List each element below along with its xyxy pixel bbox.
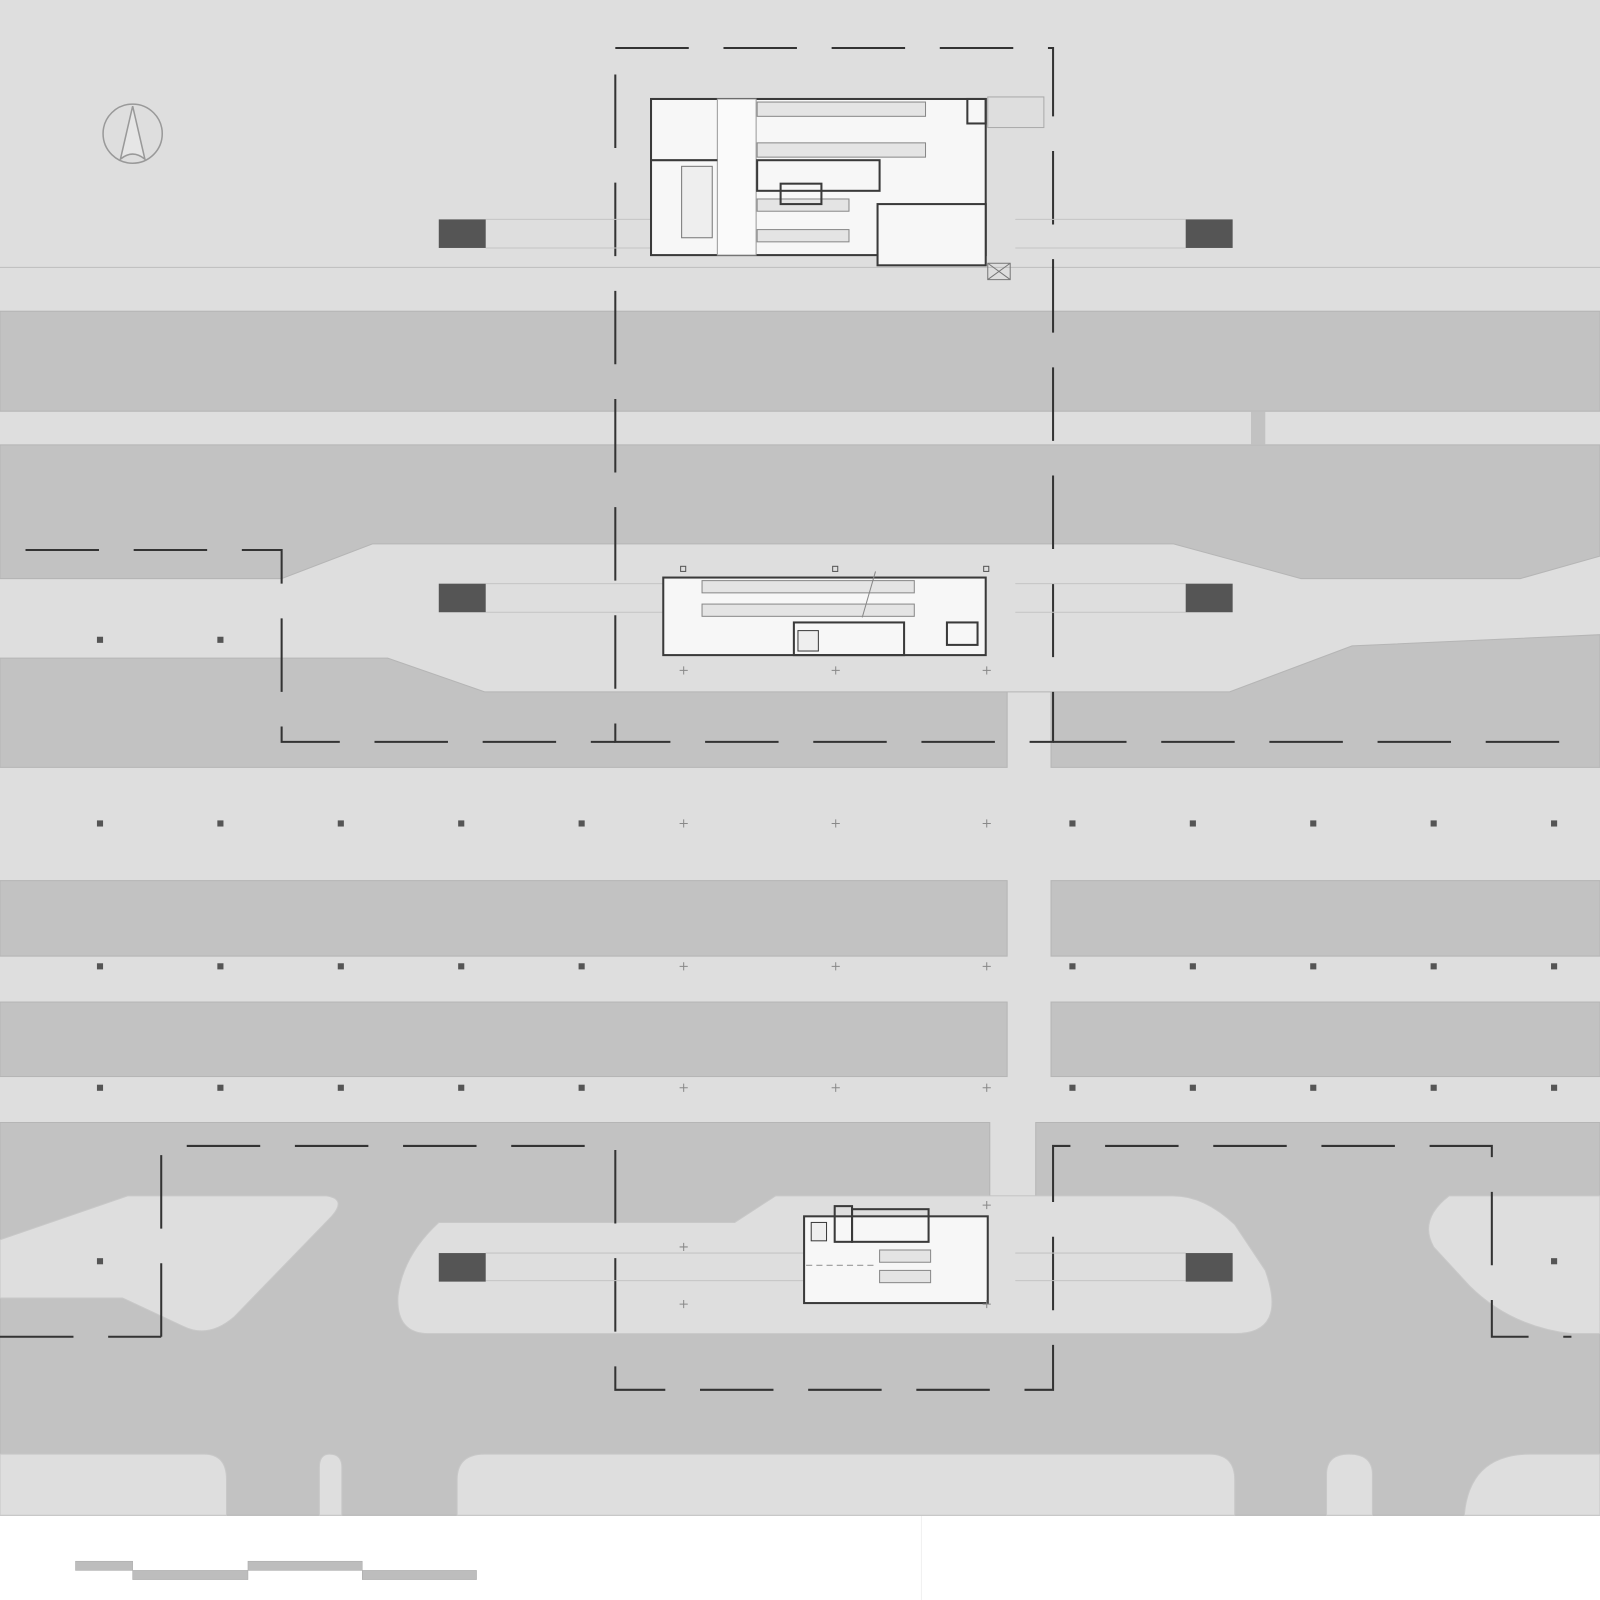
column-marker: [337, 1084, 344, 1091]
column-cross: [679, 1300, 688, 1309]
column-marker: [1430, 820, 1437, 827]
column-marker: [96, 1084, 104, 1091]
column-cross: [831, 1083, 840, 1092]
column-marker: [1069, 1084, 1076, 1091]
column-cross: [679, 962, 688, 971]
column-cross: [982, 962, 991, 971]
column-marker: [1189, 963, 1196, 970]
column-cross: [679, 1242, 688, 1252]
station-building-middle: [662, 565, 990, 657]
column-marker: [1551, 1084, 1558, 1091]
column-marker: [217, 963, 224, 970]
column-marker: [1551, 820, 1558, 827]
column-marker: [217, 1084, 224, 1091]
column-marker: [1551, 963, 1558, 970]
column-cross: [679, 819, 688, 828]
column-marker: [1310, 820, 1317, 827]
entrance-blocks: [438, 219, 1233, 1282]
column-marker: [217, 636, 224, 643]
column-cross: [831, 666, 840, 675]
column-cross: [982, 1201, 991, 1210]
scale-bar-icon: [75, 1560, 477, 1580]
column-marker: [1430, 963, 1437, 970]
column-marker: [337, 820, 344, 827]
column-marker: [96, 636, 104, 643]
column-cross: [679, 666, 688, 675]
column-marker: [458, 820, 465, 827]
column-marker: [1189, 820, 1196, 827]
column-marker: [217, 820, 224, 827]
station-building-north: [650, 96, 1045, 281]
column-cross: [982, 666, 991, 675]
column-marker: [578, 820, 585, 827]
column-cross: [831, 819, 840, 828]
station-building-south: [803, 1205, 989, 1305]
dashed-outlines: [0, 46, 1577, 1391]
north-arrow-icon: [102, 103, 164, 165]
column-marker: [96, 963, 104, 970]
walkway-lines: [485, 218, 1186, 1282]
column-marker: [578, 1084, 585, 1091]
column-grid: [96, 636, 1558, 1309]
column-marker: [578, 963, 585, 970]
column-marker: [96, 1258, 104, 1265]
column-marker: [1310, 963, 1317, 970]
column-cross: [982, 1300, 991, 1309]
column-cross: [982, 819, 991, 828]
column-cross: [982, 1083, 991, 1092]
column-marker: [96, 820, 104, 827]
column-cross: [679, 1083, 688, 1092]
column-marker: [1189, 1084, 1196, 1091]
column-marker: [1069, 820, 1076, 827]
column-marker: [1430, 1084, 1437, 1091]
column-marker: [458, 963, 465, 970]
column-marker: [1069, 963, 1076, 970]
column-marker: [337, 963, 344, 970]
column-marker: [458, 1084, 465, 1091]
column-marker: [1310, 1084, 1317, 1091]
column-cross: [831, 962, 840, 971]
column-marker: [1551, 1258, 1558, 1265]
